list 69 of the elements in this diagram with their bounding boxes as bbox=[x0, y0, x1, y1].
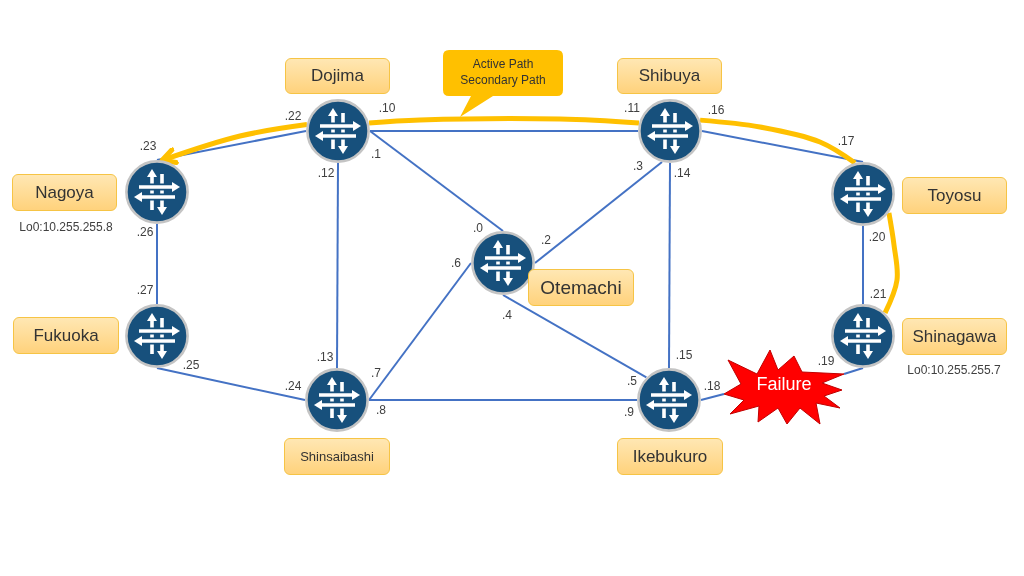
interface-address: .3 bbox=[633, 159, 643, 173]
interface-address: .16 bbox=[707, 103, 725, 117]
network-link bbox=[156, 367, 306, 401]
name-tag: Shinagawa bbox=[902, 318, 1007, 355]
interface-address: .14 bbox=[673, 166, 691, 180]
failure-text: Failure bbox=[755, 373, 813, 395]
interface-address: .0 bbox=[473, 221, 483, 235]
network-link bbox=[701, 130, 864, 163]
interface-address: .26 bbox=[136, 225, 154, 239]
interface-address: .8 bbox=[376, 403, 386, 417]
interface-address: .18 bbox=[703, 379, 721, 393]
interface-address: .25 bbox=[182, 358, 200, 372]
interface-address: .7 bbox=[371, 366, 381, 380]
interface-address: .10 bbox=[378, 101, 396, 115]
interface-address: .1 bbox=[371, 147, 381, 161]
interface-address: .15 bbox=[675, 348, 693, 362]
path-line bbox=[699, 117, 857, 165]
router-icon bbox=[305, 368, 369, 432]
network-link bbox=[336, 162, 339, 369]
name-tag: Dojima bbox=[285, 58, 390, 94]
router-icon bbox=[638, 99, 702, 163]
network-link bbox=[369, 130, 504, 232]
interface-address: .23 bbox=[139, 139, 157, 153]
name-tag: Shibuya bbox=[617, 58, 722, 94]
network-link bbox=[369, 130, 639, 132]
interface-address: .2 bbox=[541, 233, 551, 247]
name-tag: Toyosu bbox=[902, 177, 1007, 214]
interface-address: .4 bbox=[502, 308, 512, 322]
network-link bbox=[862, 225, 864, 305]
callout bbox=[443, 50, 563, 118]
name-tag: Shinsaibashi bbox=[284, 438, 390, 475]
router-icon bbox=[831, 162, 895, 226]
name-tag: Fukuoka bbox=[13, 317, 119, 354]
network-link bbox=[700, 393, 725, 401]
interface-address: .19 bbox=[817, 354, 835, 368]
interface-address: .27 bbox=[136, 283, 154, 297]
loopback-address: Lo0:10.255.255.8 bbox=[19, 220, 113, 234]
interface-address: .9 bbox=[624, 405, 634, 419]
interface-address: .11 bbox=[624, 101, 640, 115]
network-link bbox=[368, 262, 472, 401]
interface-address: .12 bbox=[317, 166, 335, 180]
name-tag: Nagoya bbox=[12, 174, 117, 211]
network-link bbox=[534, 161, 663, 264]
network-link bbox=[502, 294, 648, 379]
callout-text: Secondary Path bbox=[459, 73, 547, 88]
router-icon bbox=[471, 231, 535, 295]
router-icon bbox=[125, 160, 189, 224]
interface-address: .21 bbox=[869, 287, 887, 301]
network-link bbox=[668, 162, 671, 369]
path-arrow bbox=[159, 122, 308, 166]
interface-address: .13 bbox=[316, 350, 334, 364]
name-tag: Otemachi bbox=[528, 269, 634, 306]
interface-address: .22 bbox=[284, 109, 302, 123]
failure-starburst bbox=[724, 350, 844, 424]
interface-address: .17 bbox=[837, 134, 855, 148]
network-link bbox=[156, 223, 158, 305]
router-icon bbox=[637, 368, 701, 432]
callout-text: Active Path bbox=[471, 57, 535, 72]
path-line bbox=[882, 212, 900, 314]
interface-address: .20 bbox=[868, 230, 886, 244]
name-tag: Ikebukuro bbox=[617, 438, 723, 475]
network-link bbox=[368, 399, 638, 401]
loopback-address: Lo0:10.255.255.7 bbox=[907, 363, 1001, 377]
interface-address: .6 bbox=[451, 256, 461, 270]
path-line bbox=[368, 116, 640, 126]
interface-address: .5 bbox=[627, 374, 637, 388]
router-icon bbox=[306, 99, 370, 163]
interface-address: .24 bbox=[284, 379, 302, 393]
network-link bbox=[843, 367, 864, 375]
